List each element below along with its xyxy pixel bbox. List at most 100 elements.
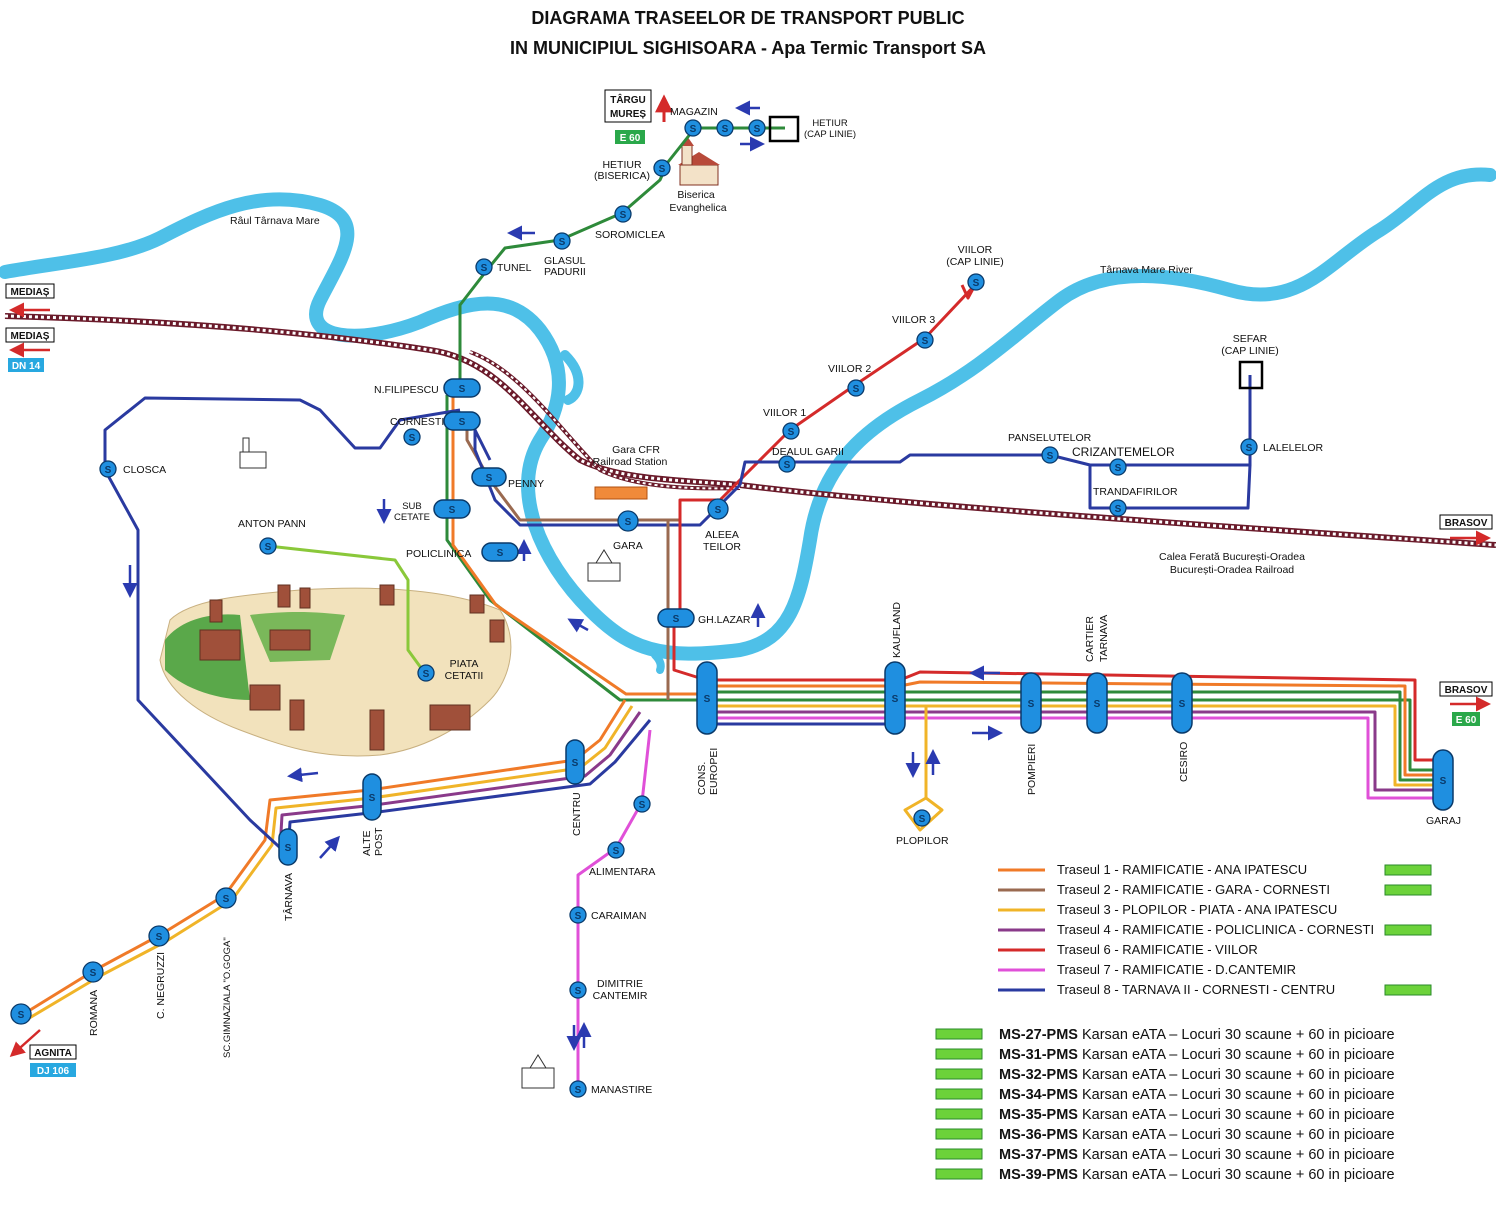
- stop-marker: S: [553, 232, 571, 250]
- stop-marker: S: [259, 537, 277, 555]
- hub-gh-lazar: S: [657, 608, 695, 628]
- label-panselutelor: PANSELUTELOR: [1008, 432, 1092, 444]
- label-viilor1: VIILOR 1: [763, 407, 806, 419]
- church-label-2: Evanghelica: [669, 202, 726, 214]
- svg-text:BRASOV: BRASOV: [1445, 685, 1488, 696]
- legend-label: Traseul 7 - RAMIFICATIE - D.CANTEMIR: [1057, 962, 1296, 977]
- label-aleea-2: TEILOR: [703, 541, 741, 553]
- stop-marker: S: [633, 795, 651, 813]
- bus-row: MS-34-PMS Karsan eATA – Locuri 30 scaune…: [935, 1087, 1395, 1103]
- svg-text:S: S: [459, 384, 466, 395]
- railway-label-ro: Calea Ferată București-Oradea: [1159, 551, 1305, 563]
- label-glasul-2: PADURII: [544, 266, 586, 278]
- bus-row: MS-35-PMS Karsan eATA – Locuri 30 scaune…: [935, 1107, 1395, 1123]
- label-caraiman: CARAIMAN: [591, 910, 646, 922]
- label-penny: PENNY: [508, 478, 544, 490]
- bus-indicator: [935, 1088, 983, 1100]
- svg-text:DN 14: DN 14: [12, 361, 41, 372]
- bus-entry: MS-32-PMS Karsan eATA – Locuri 30 scaune…: [999, 1067, 1395, 1083]
- label-romana: ROMANA: [88, 990, 100, 1036]
- label-kaufland: KAUFLAND: [891, 602, 903, 658]
- legend-label: Traseul 1 - RAMIFICATIE - ANA IPATESCU: [1057, 862, 1307, 877]
- chapel-icon: [239, 437, 267, 469]
- svg-text:S: S: [497, 548, 504, 559]
- stop-marker: S: [569, 981, 587, 999]
- svg-text:S: S: [1094, 699, 1101, 710]
- river-label-en: Târnava Mare River: [1100, 264, 1193, 276]
- bus-row: MS-37-PMS Karsan eATA – Locuri 30 scaune…: [935, 1147, 1395, 1163]
- label-pompieri: POMPIERI: [1026, 744, 1038, 795]
- stop-marker: S: [607, 841, 625, 859]
- stop-marker: S: [403, 428, 421, 446]
- label-alte-1: ALTE: [361, 831, 373, 856]
- svg-text:S: S: [459, 417, 466, 428]
- bus-desc: Karsan eATA – Locuri 30 scaune + 60 in p…: [1078, 1027, 1395, 1043]
- label-hetiur-cap-2: (CAP LINIE): [804, 129, 856, 140]
- stop-marker: S: [1109, 458, 1127, 476]
- stop-labels: MAGAZIN HETIUR (CAP LINIE) HETIUR (BISER…: [88, 106, 1461, 1096]
- stop-marker: S: [1240, 438, 1258, 456]
- hub-stops: S S S S S S S S S S S S S S S: [278, 378, 1454, 866]
- stop-marker: S: [617, 510, 639, 532]
- bus-row: MS-39-PMS Karsan eATA – Locuri 30 scaune…: [935, 1167, 1395, 1183]
- svg-text:S: S: [409, 433, 416, 444]
- stop-marker: S: [10, 1003, 32, 1025]
- label-cartier-1: CARTIER: [1084, 616, 1096, 662]
- label-hetiur-bis-1: HETIUR: [602, 159, 642, 171]
- label-cons-2: EUROPEI: [708, 748, 720, 795]
- bus-row: MS-32-PMS Karsan eATA – Locuri 30 scaune…: [935, 1067, 1395, 1083]
- bus-desc: Karsan eATA – Locuri 30 scaune + 60 in p…: [1078, 1107, 1395, 1123]
- legend-row: Traseul 3 - PLOPILOR - PIATA - ANA IPATE…: [998, 902, 1337, 917]
- bus-plate: MS-35-PMS: [999, 1107, 1078, 1123]
- label-hetiur-cap-1: HETIUR: [812, 118, 848, 129]
- stop-marker: S: [748, 119, 766, 137]
- bus-desc: Karsan eATA – Locuri 30 scaune + 60 in p…: [1078, 1067, 1395, 1083]
- svg-text:S: S: [1115, 463, 1122, 474]
- river-label-ro: Râul Târnava Mare: [230, 215, 320, 227]
- svg-text:E 60: E 60: [1456, 715, 1477, 726]
- stop-marker: S: [913, 809, 931, 827]
- legend-row: Traseul 6 - RAMIFICATIE - VIILOR: [998, 942, 1258, 957]
- direction-targu-mures: TÂRGU MUREȘ E 60: [604, 89, 673, 144]
- svg-text:S: S: [919, 814, 926, 825]
- svg-text:MUREȘ: MUREȘ: [610, 109, 646, 120]
- direction-medias: MEDIAȘ MEDIAȘ DN 14: [5, 283, 55, 372]
- hub-garaj: S: [1432, 749, 1454, 811]
- stop-marker: S: [1109, 499, 1127, 517]
- svg-text:S: S: [922, 336, 929, 347]
- svg-text:E 60: E 60: [620, 133, 641, 144]
- svg-text:DJ 106: DJ 106: [37, 1066, 70, 1077]
- label-policlinica: POLICLINICA: [406, 548, 471, 560]
- svg-text:S: S: [156, 932, 163, 943]
- svg-text:S: S: [423, 669, 430, 680]
- label-cornesti: CORNESTI: [390, 416, 444, 428]
- hub-cesiro: S: [1171, 672, 1193, 734]
- label-alimentara: ALIMENTARA: [589, 866, 655, 878]
- bus-plate: MS-34-PMS: [999, 1087, 1078, 1103]
- station-building: [594, 486, 648, 500]
- label-negruzzi: C. NEGRUZZI: [155, 952, 167, 1019]
- title-line-2: IN MUNICIPIUL SIGHISOARA - Apa Termic Tr…: [510, 38, 986, 58]
- legend-row: Traseul 2 - RAMIFICATIE - GARA - CORNEST…: [998, 882, 1432, 897]
- stop-marker: S: [569, 906, 587, 924]
- svg-text:S: S: [659, 164, 666, 175]
- svg-text:S: S: [892, 694, 899, 705]
- bus-indicator: [935, 1028, 983, 1040]
- svg-text:S: S: [1115, 504, 1122, 515]
- bus-row: MS-36-PMS Karsan eATA – Locuri 30 scaune…: [935, 1127, 1395, 1143]
- railway: [4, 313, 1496, 548]
- svg-text:S: S: [754, 124, 761, 135]
- railway-label-en: București-Oradea Railroad: [1170, 564, 1294, 576]
- svg-text:TÂRGU: TÂRGU: [610, 93, 646, 106]
- bus-list: MS-27-PMS Karsan eATA – Locuri 30 scaune…: [935, 1027, 1395, 1183]
- svg-text:S: S: [285, 843, 292, 854]
- label-gimnaziala: SC.GIMNAZIALA "O.GOGA": [222, 937, 233, 1058]
- stops: S S S S S S S S S S S S S S S S S S S S …: [10, 119, 1258, 1098]
- label-piata-2: CETATII: [445, 670, 484, 682]
- bus-desc: Karsan eATA – Locuri 30 scaune + 60 in p…: [1078, 1127, 1395, 1143]
- river: [0, 167, 1496, 674]
- hub-tarnava: S: [278, 828, 298, 866]
- direction-agnita: AGNITA DJ 106: [9, 1029, 77, 1077]
- bus-indicator: [935, 1068, 983, 1080]
